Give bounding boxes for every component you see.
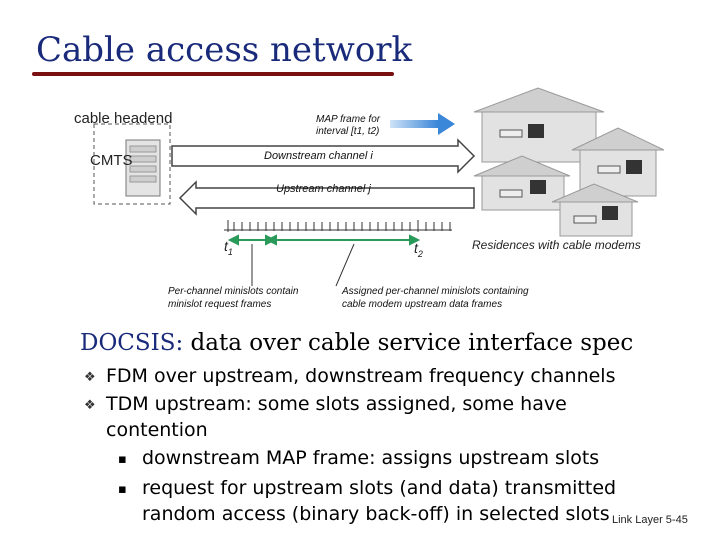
upstream-label: Upstream channel j: [276, 183, 371, 195]
t1-label: t1: [224, 238, 233, 257]
bullet-item: FDM over upstream, downstream frequency …: [106, 365, 616, 387]
left-note-line2: minislot request frames: [168, 299, 272, 310]
slide-title: Cable access network: [36, 30, 413, 70]
right-note-line1: Assigned per-channel minislots containin…: [342, 286, 529, 297]
bullet-diamond-icon: ❖: [84, 370, 96, 385]
map-frame-arrow: [390, 113, 455, 135]
sub-bullet-item: downstream MAP frame: assigns upstream s…: [142, 447, 600, 469]
title-underline: [32, 72, 394, 76]
left-note-line1: Per-channel minislots contain: [168, 286, 299, 297]
cmts-rack-icon: [125, 139, 161, 197]
slide-footer: Link Layer 5-45: [612, 514, 688, 526]
headend-box: [93, 123, 171, 205]
residence-house-icon: [473, 87, 605, 163]
sub-bullet-item-continuation: random access (binary back-off) in selec…: [142, 503, 610, 525]
headend-label: cable headend: [74, 110, 173, 127]
cmts-label: CMTS: [90, 152, 133, 169]
right-pointer-line: [335, 243, 355, 287]
minislot-timeline: [224, 220, 452, 232]
docsis-keyword: DOCSIS:: [80, 330, 184, 356]
sub-bullet-item: request for upstream slots (and data) tr…: [142, 477, 617, 499]
docsis-description: data over cable service interface spec: [183, 330, 634, 356]
sub-bullet-square-icon: ▪: [118, 482, 127, 497]
bullet-item: TDM upstream: some slots assigned, some …: [106, 393, 567, 415]
sub-bullet-square-icon: ▪: [118, 452, 127, 467]
downstream-label: Downstream channel i: [264, 150, 373, 162]
assigned-slots-marker: [265, 234, 421, 246]
bullet-diamond-icon: ❖: [84, 398, 96, 413]
map-note-line1: MAP frame for: [316, 114, 381, 125]
residence-house-icon: [551, 183, 639, 237]
right-note-line2: cable modem upstream data frames: [342, 299, 503, 310]
t2-label: t2: [414, 240, 423, 259]
cable-network-diagram: [93, 87, 665, 287]
upstream-arrow: [178, 180, 475, 216]
downstream-arrow: [171, 138, 476, 174]
bullet-item-continuation: contention: [106, 419, 208, 441]
docsis-heading: DOCSIS: data over cable service interfac…: [80, 330, 633, 356]
residence-house-icon: [473, 155, 571, 211]
map-note-line2: interval [t1, t2): [316, 126, 380, 137]
residences-label: Residences with cable modems: [472, 238, 641, 252]
